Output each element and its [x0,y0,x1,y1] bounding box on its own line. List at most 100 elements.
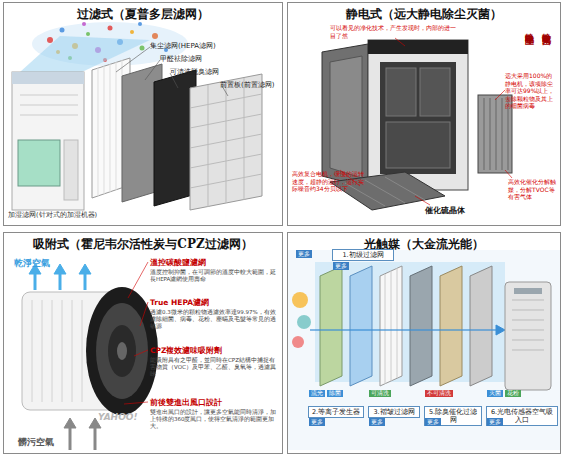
pre-filter-mesh [190,74,262,210]
part-label: 可清洗脱臭滤网 [170,68,219,77]
callout-text: 远大采用100%的静电机，该项除尘率可达99%以上，去除颗粒物及其上的细菌病毒 [505,72,557,110]
daikin-unit [512,350,544,351]
daikin-unit [505,282,551,390]
more-button: 更多 [369,418,385,426]
airflow-label: 髒污空氣 [18,437,54,448]
panel-title: 静电式（远大静电除尘灭菌） [288,6,560,23]
feature-tag: 不可清洗 [425,390,453,397]
purifier-cabinet [386,122,450,168]
daikin-unit [514,288,542,294]
panel-frame: 光触媒（大金流光能）1.初级过滤网2.等离子发生器3.褶皱过滤网5.除臭催化过滤… [287,232,561,454]
callout-heading: True HEPA濾網 [150,298,209,307]
purifier-unit [64,140,78,200]
filter-stack [397,268,398,378]
purifier-cabinet [380,62,456,174]
callout-heading: 溫控碳酸鹽濾網 [150,258,206,267]
callout-text: 高效化催化分解触媒，分解TVOC等有害气体 [508,178,558,201]
leader-line [140,302,148,326]
purifier-unit [12,72,84,84]
note-text: 加湿滤网(针对式的加湿机器) [8,211,97,219]
cartoon-figure [292,336,304,348]
more-button: 更多 [309,418,325,426]
purifier-unit [12,72,84,210]
leader-line [116,47,150,72]
cylinder-purifier [42,300,43,402]
cylinder-purifier [52,300,53,402]
daikin-unit [512,340,544,341]
scene-background [288,250,560,450]
electrostatic-module [490,98,491,170]
filter-stack [320,266,342,386]
particle-cloud [138,22,142,26]
air-flow-arrow [496,325,505,335]
cartoon-figure [292,292,308,308]
purifier-unit [20,115,78,116]
daikin-unit [512,320,544,321]
purifier-unit [12,72,84,210]
callout-heading: CPZ複效濾味吸附劑 [150,346,222,355]
daikin-unit [512,300,544,301]
electrostatic-module [502,98,503,170]
leader-line [116,47,228,96]
clean-air-arrow [79,264,91,274]
hepa-filter [110,64,111,192]
pre-filter-mesh [226,81,227,203]
filter-stack [350,266,372,386]
panel-title: 吸附式（霍尼韦尔活性炭与CPZ过滤网） [4,236,282,253]
callout-heading: 前後雙進出風口設計 [150,398,222,407]
particle-cloud [130,30,134,34]
dirty-air-arrow [64,418,101,450]
daikin-unit [512,310,544,311]
cylinder-purifier [72,300,73,402]
callout-text: 溫度控制抑菌，在可調節的溫度中較大範圍，延長HEPA濾網使用壽命 [150,269,278,283]
cylinder-purifier [86,287,158,415]
clean-air-arrow [34,272,37,290]
particle-cloud [108,26,113,31]
part-box: 3.褶皱过滤网 [368,406,420,418]
leader-line [145,60,160,80]
panel-title: 过滤式（夏普多层滤网） [4,6,282,23]
feature-tag: 花粉 [505,390,521,397]
purifier-cabinet [368,40,468,54]
catalyst-filter [385,177,425,200]
cylinder-purifier [82,300,83,402]
filter-stack [380,266,402,386]
leader-line [395,38,405,46]
purifier-unit [20,95,78,96]
part-label: 前置板(前置滤网) [220,81,274,90]
catalyst-filter [345,183,385,206]
feature-tag: 流光 [309,390,325,397]
callout-text: 可以看见的净化技术，产生发现时，内部的进一目了然 [330,24,460,39]
leader-line [505,170,512,178]
purifier-cabinet [420,68,450,116]
panel-frame: 过滤式（夏普多层滤网） [3,2,283,226]
watermark: YAHOO! [98,412,138,423]
cartoon-figure [297,315,311,329]
leader-line [134,350,148,356]
hepa-filter [116,62,117,190]
filter-stack [410,266,432,386]
purifier-cabinet [368,40,468,190]
airflow-label: 乾淨空氣 [14,258,50,269]
cartoon-figure [292,292,311,348]
callout-text: 能吸附具有之甲醛，並同時在CPZ結構中捕捉有害物質（VOC）及甲苯、乙醛、臭氧等… [150,357,278,378]
part-name: 3.褶皱过滤网 [371,408,417,416]
more-button: 更多 [296,250,312,258]
electrostatic-module [484,98,485,170]
filter-stack [440,266,462,386]
open-door [322,44,368,188]
air-flow-arrow [310,329,498,331]
cylinder-purifier [108,325,136,377]
dirty-air-arrow [69,426,72,450]
feature-tag: 除菌 [327,390,343,397]
particle-cloud [47,37,53,43]
filter-stack [391,271,392,381]
pre-filter-mesh [244,78,245,200]
hepa-filter [98,68,99,196]
pre-filter-mesh [208,85,209,207]
feature-tag: 可清洗 [369,390,391,397]
